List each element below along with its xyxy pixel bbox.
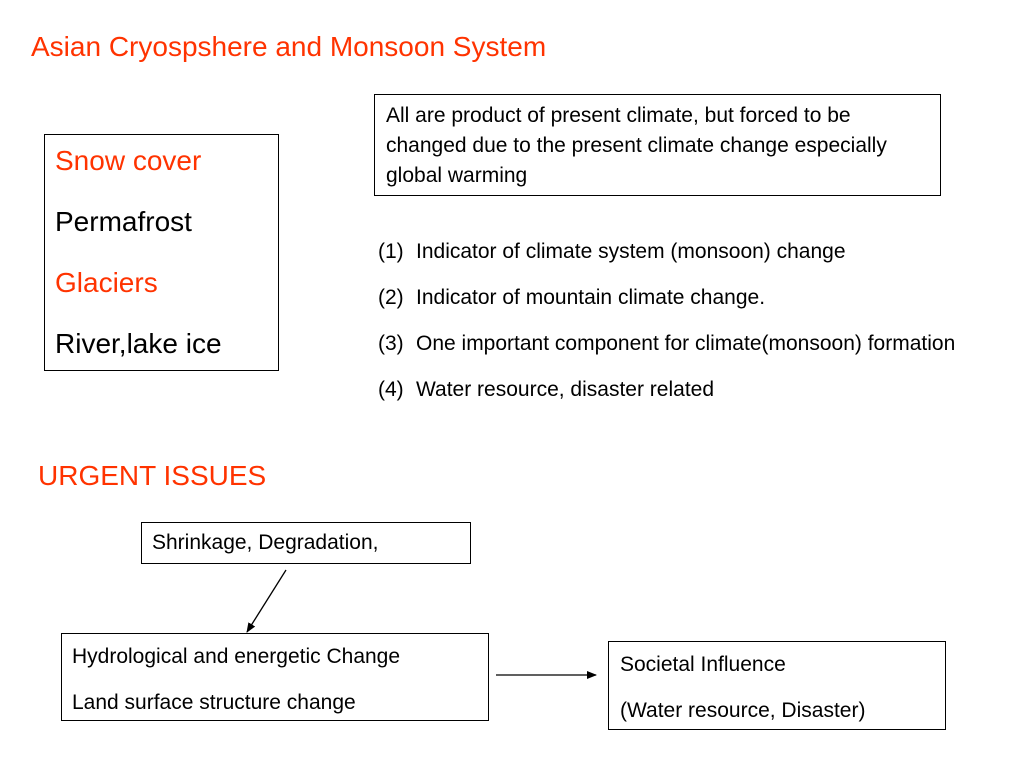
land-surface-change-text: Land surface structure change [72,691,356,714]
climate-note-text: All are product of present climate, but … [386,104,887,187]
indicator-text: One important component for climate(mons… [416,332,956,355]
cryo-item-river-lake-ice: River,lake ice [55,328,222,359]
cryosphere-components-box: Snow cover Permafrost Glaciers River,lak… [44,134,279,371]
societal-influence-text: Societal Influence [620,653,786,676]
indicator-item: (3) One important component for climate(… [378,329,998,359]
indicator-number: (2) [378,286,404,309]
hydrological-change-box: Hydrological and energetic Change Land s… [61,633,489,721]
indicator-number: (3) [378,332,404,355]
climate-note-box: All are product of present climate, but … [374,94,941,196]
indicator-list: (1) Indicator of climate system (monsoon… [378,237,998,421]
cryo-item-glaciers: Glaciers [55,267,158,298]
indicator-item: (1) Indicator of climate system (monsoon… [378,237,998,267]
cryo-item-permafrost: Permafrost [55,206,192,237]
indicator-number: (4) [378,378,404,401]
urgent-issues-heading: URGENT ISSUES [38,460,267,491]
indicator-number: (1) [378,240,404,263]
indicator-text: Water resource, disaster related [416,378,715,401]
cryo-item-snow-cover: Snow cover [55,145,202,176]
indicator-item: (4) Water resource, disaster related [378,375,998,405]
indicator-text: Indicator of climate system (monsoon) ch… [416,240,846,263]
indicator-text: Indicator of mountain climate change. [416,286,766,309]
water-disaster-text: (Water resource, Disaster) [620,699,866,722]
hydrological-change-text: Hydrological and energetic Change [72,645,401,668]
arrow-shrinkage-to-hydrological [246,569,287,633]
societal-influence-box: Societal Influence (Water resource, Disa… [608,641,946,730]
slide-title: Asian Cryospshere and Monsoon System [31,31,547,62]
shrinkage-box: Shrinkage, Degradation, [141,522,471,564]
shrinkage-text: Shrinkage, Degradation, [152,531,379,554]
indicator-item: (2) Indicator of mountain climate change… [378,283,998,313]
